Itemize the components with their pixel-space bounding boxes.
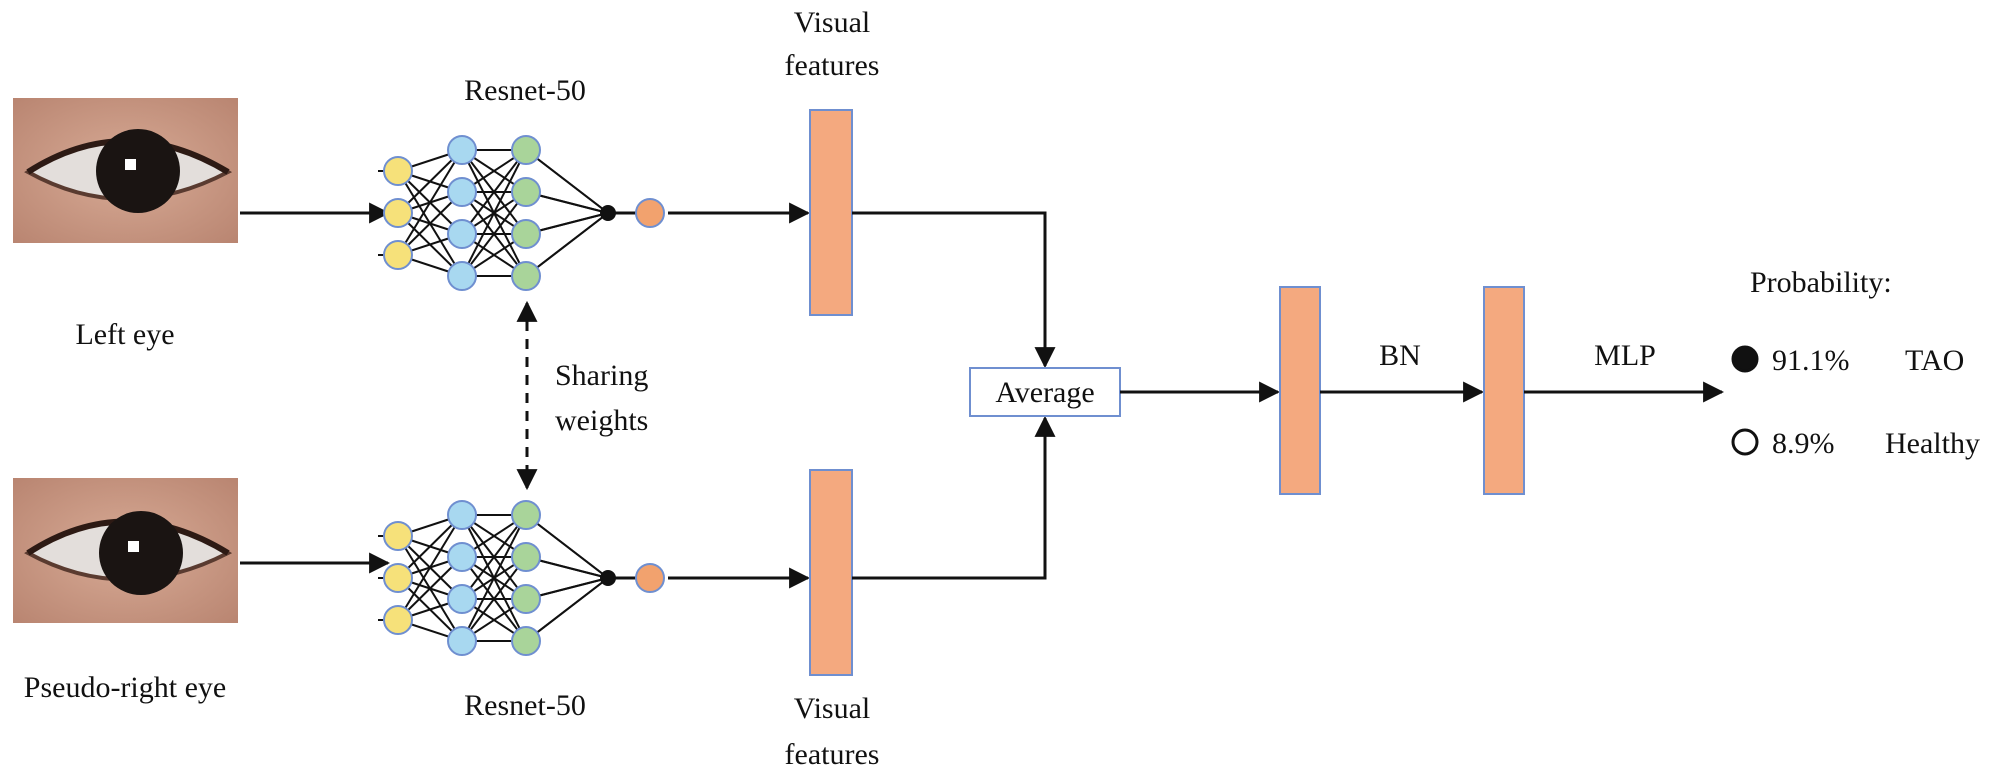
network-link	[461, 191, 527, 277]
healthy-class: Healthy	[1885, 427, 1980, 460]
average-label: Average	[995, 376, 1094, 409]
network-node	[447, 542, 477, 572]
visual-features-top-label-line1: Visual	[794, 6, 871, 39]
connector-top-features-to-average	[852, 211, 1056, 369]
network-link	[397, 149, 463, 256]
visual-features-bottom-vector	[809, 469, 853, 676]
network-node	[447, 500, 477, 530]
network-node	[447, 135, 477, 165]
tao-radio-filled-icon	[1731, 345, 1759, 373]
network-link	[461, 149, 527, 277]
network-link	[461, 514, 527, 642]
average-box	[969, 367, 1121, 417]
network-link	[461, 514, 527, 600]
network-link	[397, 514, 463, 621]
network-node	[447, 626, 477, 656]
network-node	[383, 156, 413, 186]
normalized-feature-vector	[1483, 286, 1525, 495]
left-eye-image	[13, 98, 238, 243]
network-link	[525, 577, 609, 642]
visual-features-top-vector	[809, 109, 853, 316]
visual-features-bottom-label-line2: features	[785, 738, 880, 771]
connector-bottom-features-to-average	[852, 415, 1056, 580]
tao-class: TAO	[1905, 344, 1964, 377]
visual-features-top-label-line2: features	[785, 49, 880, 82]
network-node	[511, 626, 541, 656]
mlp-label: MLP	[1594, 339, 1656, 372]
network-node	[511, 261, 541, 291]
network-node	[511, 584, 541, 614]
network-node	[447, 584, 477, 614]
probability-title: Probability:	[1750, 266, 1892, 299]
resnet-bottom-label: Resnet-50	[464, 689, 586, 722]
network-output-node	[635, 198, 665, 228]
network-node	[383, 605, 413, 635]
network-junction-node	[600, 570, 616, 586]
pseudo-right-eye-image	[13, 478, 238, 623]
network-link	[525, 212, 609, 277]
network-link	[525, 514, 609, 579]
network-link	[461, 149, 527, 235]
network-node	[383, 240, 413, 270]
network-node	[383, 563, 413, 593]
network-link	[461, 556, 527, 642]
network-node	[511, 500, 541, 530]
left-eye-label: Left eye	[75, 318, 174, 351]
healthy-percent: 8.9%	[1772, 427, 1835, 460]
network-node	[383, 198, 413, 228]
bn-label: BN	[1379, 339, 1421, 372]
network-node	[511, 542, 541, 572]
sharing-weights-label-line2: weights	[555, 404, 648, 437]
network-output-node	[635, 563, 665, 593]
resnet-50-bottom-network	[378, 500, 665, 656]
network-link	[525, 149, 609, 214]
network-junction-node	[600, 205, 616, 221]
network-node	[447, 261, 477, 291]
network-node	[383, 521, 413, 551]
network-node	[511, 219, 541, 249]
resnet-50-top-network	[378, 135, 665, 291]
network-node	[447, 219, 477, 249]
network-node	[511, 135, 541, 165]
tao-percent: 91.1%	[1772, 344, 1850, 377]
fused-feature-vector	[1279, 286, 1321, 495]
visual-features-bottom-label-line1: Visual	[794, 692, 871, 725]
network-node	[447, 177, 477, 207]
resnet-top-label: Resnet-50	[464, 74, 586, 107]
pseudo-right-eye-label: Pseudo-right eye	[24, 671, 226, 704]
sharing-weights-label-line1: Sharing	[555, 359, 648, 392]
network-node	[511, 177, 541, 207]
healthy-radio-empty-icon	[1731, 428, 1759, 456]
